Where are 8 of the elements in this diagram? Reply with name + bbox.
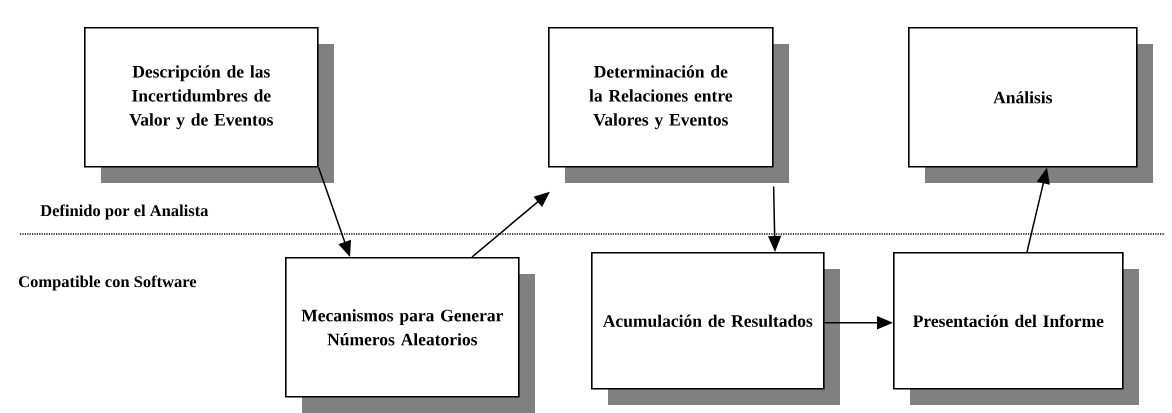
process-box: Acumulación de Resultados [591, 252, 840, 405]
process-box: Presentación del Informe [893, 252, 1139, 405]
zone-label: Compatible con Software [19, 275, 197, 291]
process-box: Descripción de las Incertidumbres de Valor y de Eventos [84, 27, 334, 183]
process-box: Análisis [908, 27, 1153, 183]
zone-label: Definido por el Analista [40, 204, 209, 220]
process-box: Determinación de la Relaciones entre Valores y Eventos [548, 27, 789, 183]
process-box: Mecanismos para Generar Números Aleatorios [285, 257, 535, 413]
